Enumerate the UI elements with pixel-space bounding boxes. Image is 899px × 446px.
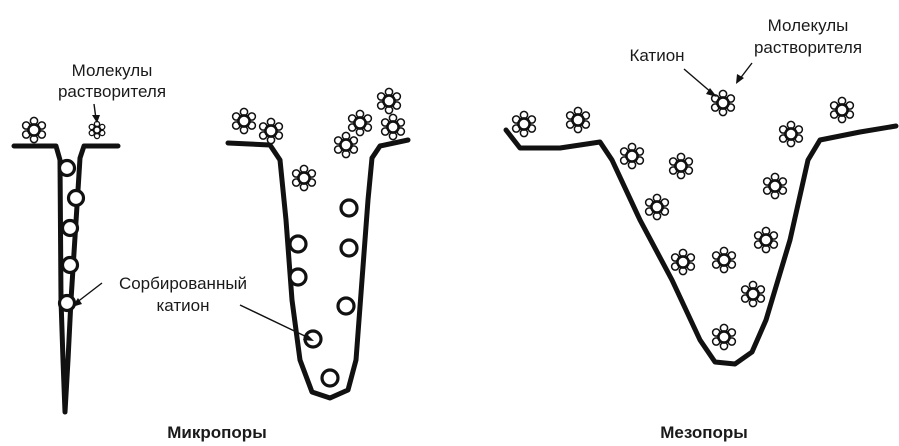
sorbed-cation (290, 269, 306, 285)
solvent-molecule (513, 111, 536, 136)
solvent-molecule (713, 247, 736, 272)
sorbed-cation (60, 296, 75, 311)
sorbed-cation (63, 221, 78, 236)
mesopore-wall (506, 126, 896, 364)
label-solvent-left-line1: Молекулы (72, 61, 153, 80)
solvated-cation (712, 90, 735, 115)
label-solvent-right-line1: Молекулы (768, 16, 849, 35)
sorbed-cation (69, 191, 84, 206)
solvent-molecule (89, 121, 105, 138)
sorbed-cation (290, 236, 306, 252)
solvent-molecule (23, 117, 46, 142)
solvent-molecule (335, 132, 358, 157)
sorbed-cation (338, 298, 354, 314)
solvent-molecule (382, 114, 405, 139)
arrow-solvent-left (92, 104, 100, 123)
solvent-molecule (567, 107, 590, 132)
solvent-molecule (233, 108, 256, 133)
label-solvent-left-line2: растворителя (58, 82, 166, 101)
micropore-narrow (14, 117, 118, 412)
label-sorbed-cation-line1: Сорбированный (119, 274, 247, 293)
sorbed-cation (63, 258, 78, 273)
solvent-molecule (293, 165, 316, 190)
solvent-molecule (621, 143, 644, 168)
solvent-molecule (378, 88, 401, 113)
solvent-molecule (780, 121, 803, 146)
arrow-solvent-right (736, 63, 752, 84)
label-cation: Катион (629, 46, 684, 65)
wide-pore-wall (228, 140, 408, 398)
narrow-pore-wall (14, 146, 118, 412)
sorbed-cation (322, 370, 338, 386)
solvent-molecule (646, 194, 669, 219)
solvent-molecule (260, 118, 283, 143)
solvent-molecule (672, 249, 695, 274)
solvent-molecule (831, 97, 854, 122)
mesopore (506, 90, 896, 364)
sorbed-cation (341, 200, 357, 216)
solvent-molecule (670, 153, 693, 178)
solvent-molecule (764, 173, 787, 198)
label-sorbed-cation-line2: катион (156, 296, 209, 315)
solvent-molecule (742, 281, 765, 306)
micropore-wide (228, 88, 408, 398)
sorbed-cation (341, 240, 357, 256)
arrow-cation (684, 69, 717, 97)
sorbed-cation (60, 161, 75, 176)
solvent-molecule (713, 324, 736, 349)
solvent-molecule (349, 110, 372, 135)
caption-mesopores: Мезопоры (660, 423, 748, 442)
caption-micropores: Микропоры (167, 423, 266, 442)
arrow-sorbed-cation-right (240, 305, 314, 341)
arrow-sorbed-cation-left (72, 283, 102, 307)
label-solvent-right-line2: растворителя (754, 38, 862, 57)
solvent-molecule (755, 227, 778, 252)
